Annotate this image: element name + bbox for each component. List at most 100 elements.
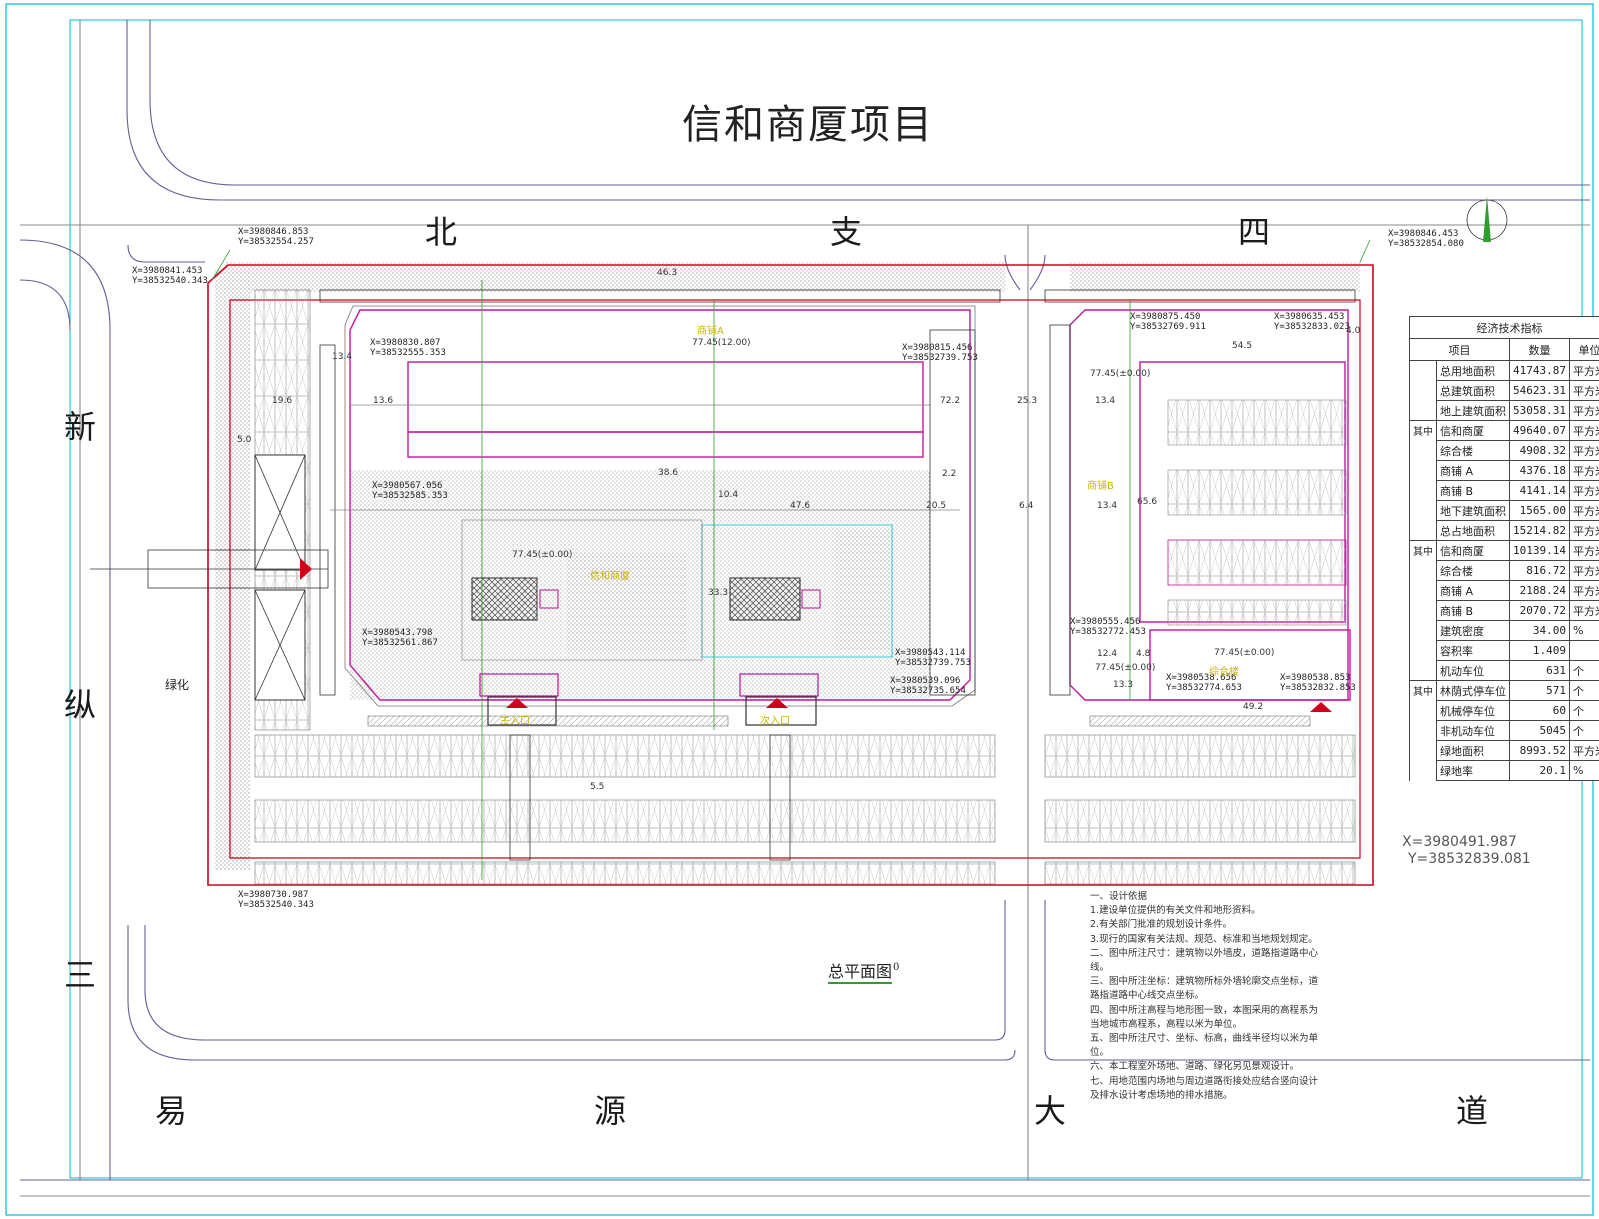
econ-row-value: 8993.52 [1509,740,1570,761]
label-side-entrance: 次入口 [760,716,790,727]
econ-row-unit: % [1568,620,1599,641]
entrance-arrow-1 [506,698,528,708]
econ-row-unit: 个 [1568,700,1599,721]
econ-row-value: 60 [1509,700,1570,721]
elevation-2: 77.45(±0.00) [512,550,573,560]
dim-12: 13.4 [1095,396,1116,406]
econ-row-label: 信和商厦 [1436,420,1510,441]
north-parking [319,289,1356,303]
econ-row-group [1409,700,1437,721]
parking-b1 [1167,399,1347,446]
label-main-building: 信和商厦 [590,571,630,582]
note-line: 七、用地范围内场地与周边道路衔接处应结合竖向设计及排水设计考虑场地的排水措施。 [1090,1075,1319,1101]
econ-row-unit: 平方米 [1568,580,1599,601]
south-parking-1 [254,734,996,778]
econ-row-value: 4376.18 [1509,460,1570,481]
dim-23: 33.3 [708,588,729,598]
econ-row-value: 15214.82 [1509,520,1570,541]
econ-row-unit: 平方米 [1568,600,1599,621]
econ-row-unit: 平方米 [1568,740,1599,761]
south-parking-5 [1044,799,1356,843]
south-parking-4 [1044,734,1356,778]
green-label: 绿化 [165,678,190,692]
econ-row-unit: 平方米 [1568,360,1599,381]
econ-row-label: 地上建筑面积 [1436,400,1510,421]
design-notes: 一、设计依据 1.建设单位提供的有关文件和地形资料。 2.有关部门批准的规划设计… [1090,890,1325,1103]
dim-6: 38.6 [658,468,679,478]
note-line: 二、图中所注尺寸：建筑物以外墙皮，道路指道路中心线。 [1090,947,1319,974]
econ-row-label: 综合楼 [1436,560,1510,581]
econ-row-group [1409,640,1437,661]
econ-row-label: 机械停车位 [1436,700,1510,721]
econ-row-label: 非机动车位 [1436,720,1510,741]
project-title: 信和商厦项目 [682,102,934,148]
econ-row-unit: 平方米 [1568,480,1599,501]
econ-row-group [1409,580,1437,601]
econ-row-value: 53058.31 [1509,400,1570,421]
elevation-5: 77.45(±0.00) [1090,369,1151,379]
econ-header-value: 数量 [1509,338,1570,361]
note-line: 五、图中所注尺寸、坐标、标高，曲线半径均以米为单位。 [1090,1033,1319,1059]
note-line: 1.建设单位提供的有关文件和地形资料。 [1090,905,1261,917]
dim-4: 13.6 [373,396,394,406]
econ-table-title: 经济技术指标 [1409,316,1599,339]
econ-row-unit: 平方米 [1568,500,1599,521]
econ-row-group [1409,600,1437,621]
road-north-char-2: 支 [830,213,863,251]
econ-row-value: 1.409 [1509,640,1570,661]
econ-row-unit: 个 [1568,720,1599,741]
econ-row-value: 49640.07 [1509,420,1570,441]
note-line: 六、本工程室外场地、道路、绿化另见景观设计。 [1090,1061,1300,1073]
econ-row-value: 4908.32 [1509,440,1570,461]
econ-row-unit: 平方米 [1568,440,1599,461]
green-courtyard [567,553,687,653]
green-courtyard-2 [835,530,890,650]
plan-caption-suffix: 0 [893,962,900,973]
dim-21: 4.0 [1346,326,1361,336]
econ-row-value: 2070.72 [1509,600,1570,621]
econ-row-unit: 平方米 [1568,560,1599,581]
econ-row-group [1409,480,1437,501]
elevation-1: 77.45(12.00) [692,338,751,348]
south-parking-2 [254,799,996,843]
econ-row-unit: 平方米 [1568,420,1599,441]
label-complex: 综合楼 [1209,667,1239,678]
leader-lines [211,239,1371,880]
dim-19: 5.0 [237,435,252,445]
road-west-char-1: 新 [64,408,97,446]
parking-b2 [1167,469,1347,516]
econ-row-group [1409,380,1437,401]
entrance-arrow-3 [1310,702,1332,712]
econ-row-label: 商铺 A [1436,460,1510,481]
dim-2: 19.6 [272,396,293,406]
econ-row-unit: 平方米 [1568,540,1599,561]
note-line: 三、图中所注坐标：建筑物所标外墙轮廓交点坐标，道路指道路中心线交点坐标。 [1090,976,1319,1002]
econ-row-group [1409,620,1437,641]
econ-row-value: 816.72 [1509,560,1570,581]
road-south-char-2: 源 [594,1092,627,1130]
econ-row-group [1409,560,1437,581]
econ-row-group [1409,740,1437,761]
econ-row-group [1409,360,1437,381]
econ-row-label: 建筑密度 [1436,620,1510,641]
econ-row-label: 地下建筑面积 [1436,500,1510,521]
econ-row-value: 2188.24 [1509,580,1570,601]
econ-row-value: 571 [1509,680,1570,701]
econ-row-label: 商铺 A [1436,580,1510,601]
